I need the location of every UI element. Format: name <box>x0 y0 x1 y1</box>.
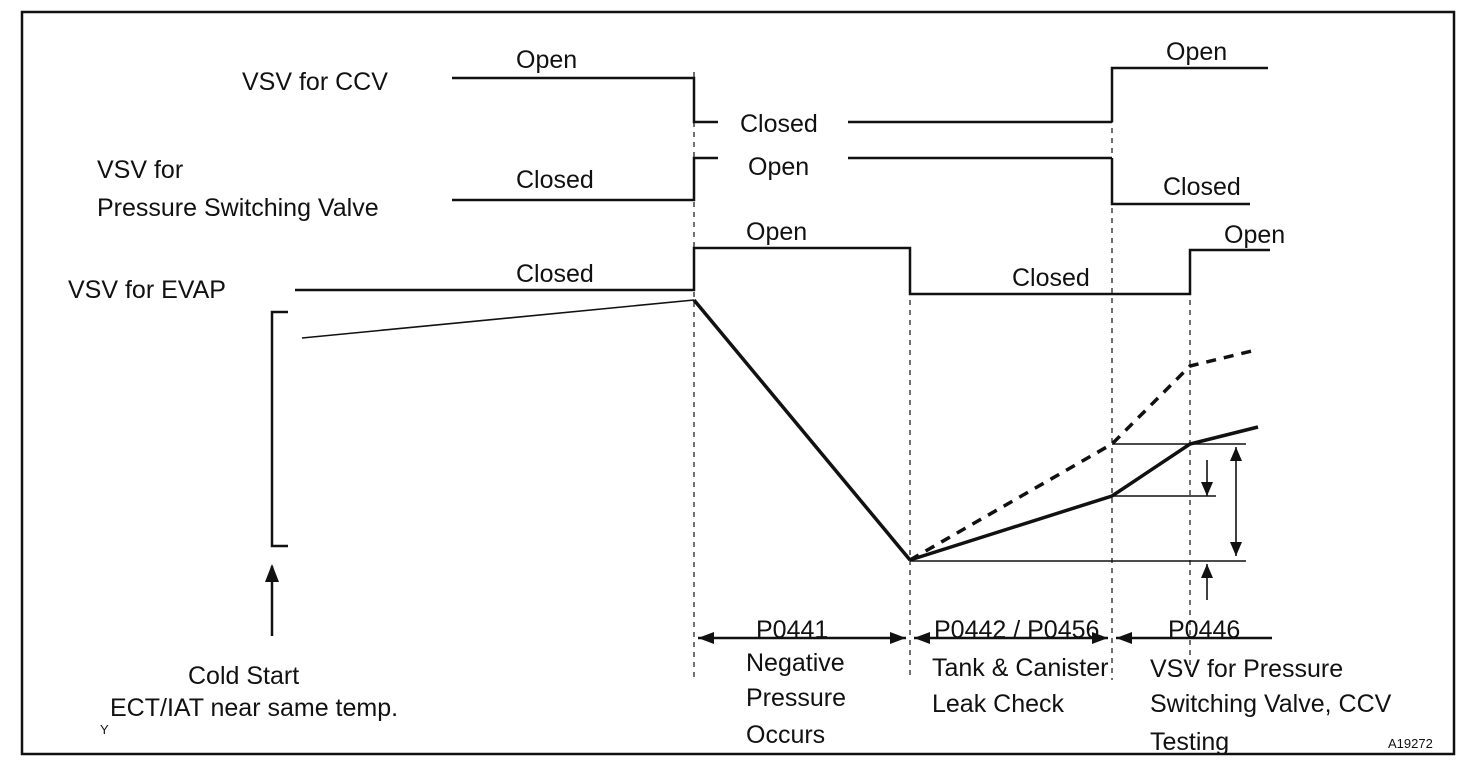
cold-start-line1: Cold Start <box>188 662 299 690</box>
evap-state-closed-2: Closed <box>1012 264 1090 292</box>
phase-p0442-line2: Leak Check <box>932 690 1065 718</box>
psv-signal-3 <box>1110 158 1250 206</box>
diagram-frame <box>20 10 1456 756</box>
phase-span-p0441-left-head <box>698 632 714 644</box>
phase-span-p0441-right-head <box>890 632 906 644</box>
pressure-curve-leak-dashed <box>909 348 1257 562</box>
measure-arrow-small-head <box>1201 482 1213 496</box>
evap-state-open-1: Open <box>746 218 807 246</box>
pressure-curve-drop <box>692 298 912 562</box>
psv-signal-1 <box>452 156 718 202</box>
cold-start-line2: ECT/IAT near same temp. <box>110 694 398 722</box>
phase-p0446-line2: Switching Valve, CCV <box>1150 690 1392 718</box>
ccv-label: VSV for CCV <box>242 68 388 96</box>
ccv-state-open-2: Open <box>1166 38 1227 66</box>
ccv-signal-3 <box>1110 66 1268 122</box>
phase-p0441-line3: Occurs <box>746 721 825 749</box>
phase-p0446-code: P0446 <box>1168 616 1240 644</box>
phase-p0441-line2: Pressure <box>746 684 846 712</box>
ccv-signal-1 <box>452 76 718 124</box>
phase-span-p0442-left-head <box>914 632 930 644</box>
psv-state-closed-2: Closed <box>1163 173 1241 201</box>
psv-label-line2: Pressure Switching Valve <box>97 194 379 222</box>
pressure-curve-leak-solid <box>909 425 1259 562</box>
ccv-state-closed: Closed <box>740 110 818 138</box>
psv-state-open: Open <box>748 153 809 181</box>
phase-p0446-line1: VSV for Pressure <box>1150 655 1343 683</box>
phase-p0446-line3: Testing <box>1150 728 1229 756</box>
measure-arrow-double-bottom <box>1230 542 1242 556</box>
psv-label-line1: VSV for <box>97 156 183 184</box>
evap-signal <box>295 246 1270 296</box>
ccv-state-open-1: Open <box>516 46 577 74</box>
corner-mark-left: Y <box>100 722 109 737</box>
measure-arrow-double-top <box>1230 447 1242 461</box>
pressure-axis-bracket <box>270 310 288 548</box>
phase-p0442-code: P0442 / P0456 <box>934 616 1099 644</box>
evap-state-closed-1: Closed <box>516 260 594 288</box>
phase-p0441-code: P0441 <box>756 616 828 644</box>
phase-span-p0442-right-head <box>1092 632 1108 644</box>
phase-span-p0446-left-head <box>1116 632 1132 644</box>
evap-state-open-2: Open <box>1224 221 1285 249</box>
psv-state-closed-1: Closed <box>516 166 594 194</box>
phase-p0441-line1: Negative <box>746 649 845 677</box>
figure-id: A19272 <box>1388 736 1433 751</box>
evap-label: VSV for EVAP <box>68 276 226 304</box>
measure-arrow-up-head <box>1201 564 1213 578</box>
pressure-curve-initial <box>301 299 695 339</box>
cold-start-arrow-head <box>265 564 279 582</box>
phase-p0442-line1: Tank & Canister <box>932 654 1108 682</box>
